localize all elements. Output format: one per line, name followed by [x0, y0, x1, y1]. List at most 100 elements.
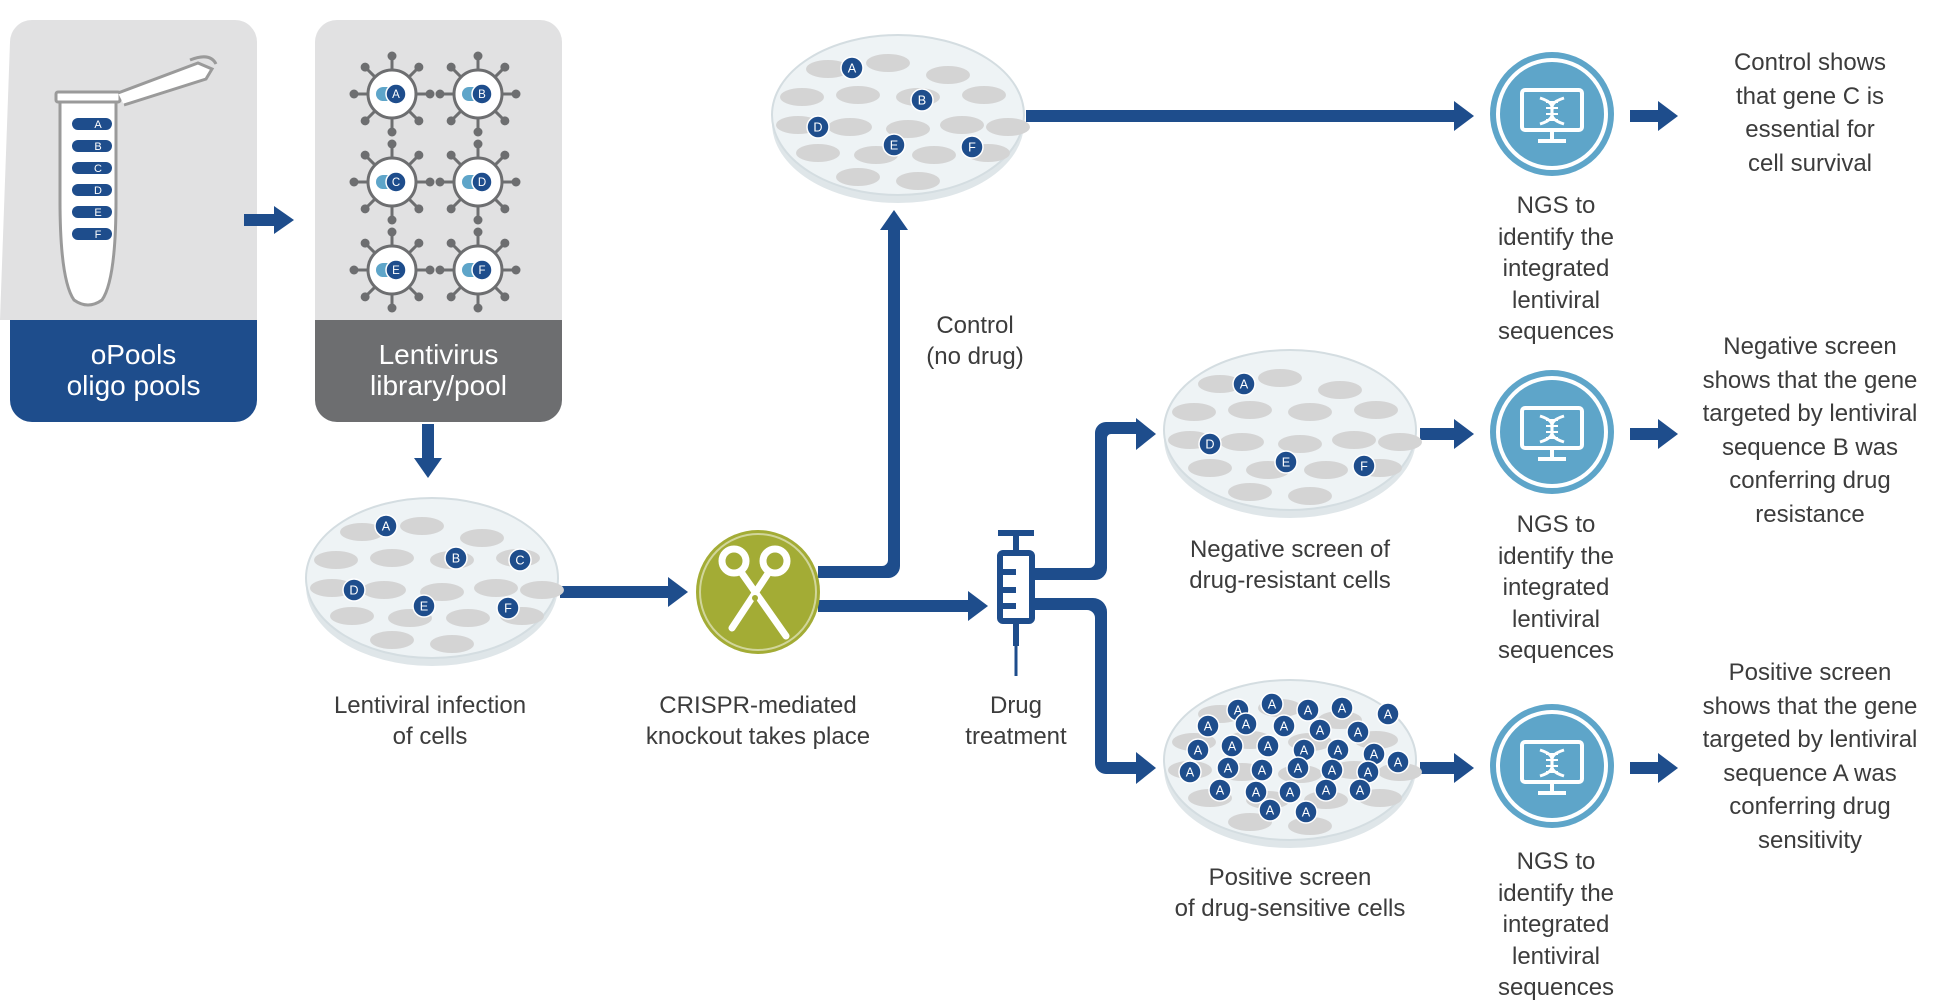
sequence-letter: A — [1356, 784, 1365, 798]
result-control-line: essential for — [1745, 116, 1875, 143]
tube-band: D — [72, 184, 112, 197]
sequence-letter: A — [1234, 704, 1243, 718]
ngs-label-negative: NGS to identify the integrated lentivira… — [1476, 509, 1636, 667]
sequence-badge: F — [496, 596, 520, 620]
sequence-badge: B — [471, 83, 493, 105]
result-control: Control shows that gene C is essential f… — [1680, 46, 1940, 180]
ngs-line4: lentiviral — [1511, 605, 1601, 633]
ngs-line5: sequences — [1497, 637, 1615, 664]
arrow-lentivirus-to-infection — [422, 424, 434, 458]
ngs-line1: NGS to — [1516, 511, 1596, 538]
sequence-badge: A — [1326, 738, 1350, 762]
cell — [1318, 381, 1362, 399]
drug-label-line2: treatment — [965, 723, 1067, 750]
sequence-badge: A — [1346, 720, 1370, 744]
cell — [1172, 403, 1216, 421]
cell — [330, 607, 374, 625]
arrow-crispr-to-drug — [818, 600, 968, 612]
result-control-line: Control shows — [1733, 49, 1887, 76]
opools-title-line1: oPools — [90, 339, 177, 370]
sequence-badge: A — [1320, 758, 1344, 782]
ngs-line1: NGS to — [1516, 848, 1596, 875]
lentivirus-title-line2: library/pool — [370, 370, 507, 401]
cell — [1228, 401, 1272, 419]
sequence-letter: A — [1286, 786, 1295, 800]
sequence-badge: E — [1274, 450, 1298, 474]
sequence-letter: A — [1384, 708, 1393, 722]
cell — [420, 583, 464, 601]
tube-band: B — [72, 140, 112, 153]
cell — [314, 551, 358, 569]
cell — [1278, 435, 1322, 453]
sequence-badge: D — [342, 578, 366, 602]
tube-band: F — [72, 228, 112, 241]
sequence-badge: A — [374, 514, 398, 538]
lentivirus-particle-icon: F — [434, 226, 522, 314]
sequence-badge: A — [1234, 712, 1258, 736]
tube-band-letter: D — [94, 185, 102, 197]
sequence-letter: C — [515, 554, 524, 568]
sequence-badge: A — [1244, 780, 1268, 804]
cell — [1228, 483, 1272, 501]
negative-label-line2: drug-resistant cells — [1189, 567, 1391, 594]
cell — [340, 523, 384, 541]
arrow-crispr-to-control — [818, 224, 900, 578]
scissors-icon — [696, 530, 820, 654]
sequence-badge: A — [1186, 738, 1210, 762]
cell — [1198, 375, 1242, 393]
sequence-badge: A — [1256, 734, 1280, 758]
sequence-badge: C — [385, 171, 407, 193]
result-positive-line: Positive screen — [1728, 659, 1892, 686]
lentivirus-particle-icon: B — [434, 50, 522, 138]
arrow-infection-to-crispr — [560, 586, 668, 598]
sequence-letter: A — [1322, 784, 1331, 798]
sequence-badge: A — [1376, 702, 1400, 726]
sequence-letter: A — [382, 520, 391, 534]
sequence-badge: F — [1352, 454, 1376, 478]
sequence-letter: B — [918, 94, 926, 108]
sequence-badge: E — [385, 259, 407, 281]
sequence-badge: A — [1178, 760, 1202, 784]
tube-band: A — [72, 118, 112, 131]
lentivirus-particle-icon: D — [434, 138, 522, 226]
arrow-opools-to-lentivirus — [244, 214, 274, 226]
sequence-letter: A — [1194, 744, 1203, 758]
sequence-badge: D — [471, 171, 493, 193]
sequence-letter: A — [1394, 756, 1403, 770]
cell — [780, 88, 824, 106]
cell — [1332, 431, 1376, 449]
control-label-line1: Control — [936, 312, 1014, 339]
sequence-letter: A — [392, 89, 400, 101]
cell — [400, 517, 444, 535]
sequence-badge: B — [444, 546, 468, 570]
result-positive-line: sensitivity — [1757, 826, 1863, 854]
sequence-badge: D — [1198, 432, 1222, 456]
sequence-letter: A — [1294, 762, 1303, 776]
infection-label-line2: of cells — [392, 723, 468, 750]
sequence-letter: E — [890, 139, 898, 153]
result-positive-line: shows that the gene — [1702, 692, 1918, 720]
cell — [836, 168, 880, 186]
result-negative-line: targeted by lentiviral — [1702, 400, 1918, 428]
opools-title-line2: oligo pools — [66, 370, 201, 401]
cell — [796, 144, 840, 162]
cell — [474, 579, 518, 597]
tube-band: C — [72, 162, 112, 175]
sequence-letter: D — [478, 177, 486, 189]
syringe-icon — [997, 530, 1035, 676]
cell — [962, 86, 1006, 104]
sequence-badge: A — [1232, 372, 1256, 396]
sequence-badge: A — [1386, 750, 1410, 774]
ngs-line2: identify the — [1497, 879, 1615, 907]
cell — [1220, 433, 1264, 451]
cell — [940, 116, 984, 134]
sequence-letter: A — [1186, 766, 1195, 780]
sequence-badge: A — [1314, 778, 1338, 802]
sequence-letter: A — [1304, 704, 1313, 718]
sequence-badge: E — [882, 133, 906, 157]
cell — [896, 172, 940, 190]
tube-band-letter: C — [94, 163, 102, 175]
drug-label: Drug treatment — [936, 690, 1096, 752]
